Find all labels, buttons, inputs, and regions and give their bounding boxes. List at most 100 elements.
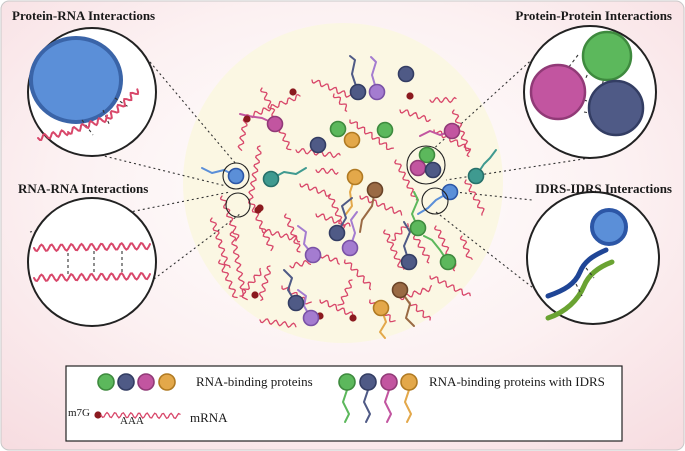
protein-protein-zoom-content [529, 30, 645, 137]
highlight-protein-protein [406, 145, 446, 185]
condensate-mrna-42 [259, 318, 297, 329]
legend-symbols [94, 373, 418, 423]
condensate-mrna-7 [247, 199, 274, 252]
m7g-cap-5 [251, 291, 259, 299]
zoom-mrna-rna-rna-bottom [33, 271, 151, 283]
highlight-protein-rna [222, 162, 250, 190]
condensate-mrna-6 [229, 231, 248, 301]
rna-binding-protein-3 [376, 121, 394, 139]
legend-idr-tail-2 [363, 389, 371, 423]
idr-tail-13 [399, 289, 415, 327]
rna-binding-protein-6 [418, 146, 436, 164]
idr-protein-15 [400, 253, 418, 271]
idr-protein-6 [346, 168, 364, 186]
legend-rbp-idrs-label: RNA-binding proteins with IDRS [429, 374, 605, 389]
legend-rbp-1 [97, 373, 115, 391]
idr-protein-8 [328, 224, 346, 242]
rna-binding-protein-1 [397, 65, 415, 83]
idr-protein-11 [287, 294, 305, 312]
legend-cap-label: m7G [68, 407, 90, 419]
idr-protein-1 [349, 83, 367, 101]
condensate-mrna-27 [295, 148, 341, 159]
legend-rbp-idr-1 [338, 373, 356, 391]
legend-m7g-cap [94, 411, 102, 419]
m7g-cap-1 [289, 88, 297, 96]
condensate-droplet [183, 23, 503, 343]
m7g-cap-3 [406, 92, 414, 100]
m7g-cap-7 [349, 314, 357, 322]
idr-tail-2 [370, 56, 378, 93]
protein-magenta [529, 63, 587, 121]
legend-mrna-label: mRNA [190, 410, 228, 425]
idr-protein-head [590, 208, 628, 246]
legend-rbp-idr-2 [359, 373, 377, 391]
label-idrs-idrs: IDRS-IDRS Interactions [535, 181, 672, 196]
condensate-mrna-33 [283, 213, 301, 253]
highlight-circles [222, 145, 449, 218]
protein-navy [587, 79, 645, 137]
legend-idr-tail-4 [404, 389, 412, 423]
condensate-mrna-18 [315, 213, 351, 227]
idr-protein-4 [262, 170, 280, 188]
rna-binding-protein-7 [409, 159, 427, 177]
bound-protein [29, 36, 123, 124]
idr-tail-blue [545, 247, 609, 299]
highlight-idrs [421, 187, 449, 215]
connector-protein-rna-a [149, 61, 237, 165]
idr-protein-14 [372, 299, 390, 317]
legend-idr-tail-1 [342, 389, 350, 423]
label-rna-rna: RNA-RNA Interactions [18, 181, 149, 196]
idr-protein-10 [304, 246, 322, 264]
idr-protein-7 [366, 181, 384, 199]
condensate-mrna-40 [332, 93, 348, 112]
condensate-mrna-36 [239, 267, 262, 297]
zoom-mrna-rna-rna-top [33, 241, 151, 253]
idr-tail-1 [349, 55, 359, 93]
binding-dashes [575, 267, 595, 297]
condensate-mrna-1 [244, 93, 301, 120]
condensate-mrna-10 [258, 265, 271, 301]
condensate-mrna-15 [261, 228, 301, 243]
rna-binding-proteins [227, 65, 485, 327]
condensate-mrna-44 [409, 301, 431, 321]
label-protein-protein: Protein-Protein Interactions [515, 8, 672, 23]
connector-rna-rna-b [149, 213, 241, 283]
mrna-strands [33, 79, 485, 329]
idrs-idrs-zoom-content [545, 208, 628, 321]
condensate-mrna-5 [237, 117, 248, 151]
highlight-rna-rna [225, 192, 251, 218]
protein-green [581, 30, 633, 82]
idr-protein-3 [266, 115, 284, 133]
zoom-mrna-protein-rna-3 [107, 88, 140, 120]
condensate-mrna-34 [217, 259, 238, 299]
rna-binding-protein-8 [424, 161, 442, 179]
label-protein-rna: Protein-RNA Interactions [12, 8, 156, 23]
condensate-mrna-4 [247, 145, 262, 201]
connector-protein-rna-b [99, 154, 227, 187]
idr-tail-green [545, 259, 615, 321]
condensate-mrna-31 [464, 179, 485, 216]
zoom-mrna-protein-rna-2 [67, 114, 109, 135]
idr-protein-18 [443, 122, 461, 140]
rna-binding-protein-2 [329, 120, 347, 138]
connector-idrs-b [435, 211, 547, 299]
legend-rbp-2 [117, 373, 135, 391]
condensate-mrna-8 [209, 217, 231, 269]
legend-polya-label: AAA [120, 415, 144, 427]
idr-tail-15 [403, 221, 411, 263]
condensate-mrna-26 [349, 119, 395, 151]
connector-protein-protein-a [429, 44, 549, 153]
rna-binding-protein-4 [309, 136, 327, 154]
condensate-mrna-39 [315, 167, 339, 176]
idr-protein-16 [409, 219, 427, 237]
condensate-mrna-30 [451, 109, 472, 158]
zoom-mrna-protein-rna-1 [37, 129, 70, 142]
idr-protein-17 [439, 253, 457, 271]
legend-mrna-strand [100, 411, 181, 420]
condensate-mrna-35 [337, 279, 353, 306]
m7g-cap-2 [243, 115, 251, 123]
idr-protein-2 [368, 83, 386, 101]
condensate-mrna-20 [382, 229, 405, 270]
